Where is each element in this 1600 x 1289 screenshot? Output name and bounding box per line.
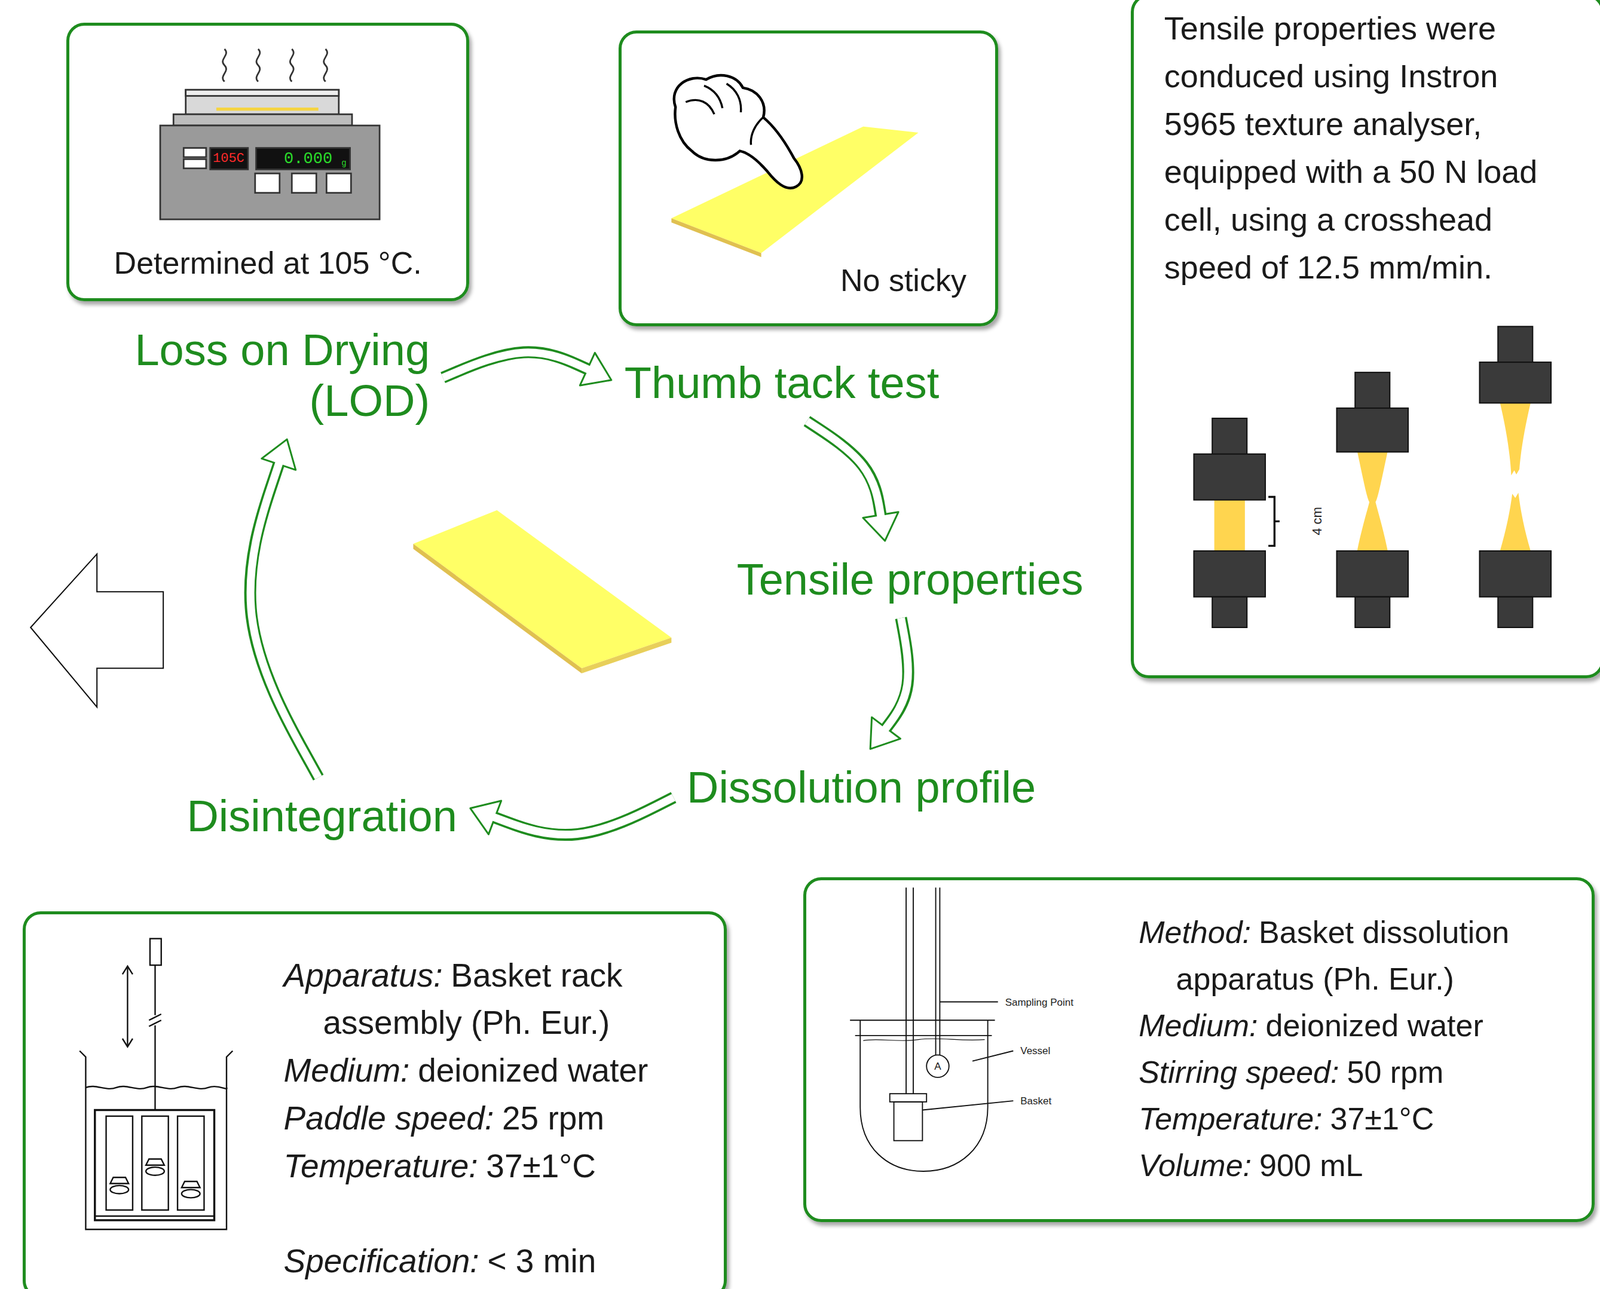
spec-row: Temperature:37±1°C bbox=[1138, 1095, 1578, 1143]
figure-label: Vessel bbox=[1020, 1045, 1051, 1057]
dissolution-vessel-illustration bbox=[849, 887, 1014, 1172]
spec-key: Medium: bbox=[283, 1051, 410, 1089]
spec-key: Apparatus: bbox=[283, 956, 443, 994]
step-title: Disintegration bbox=[186, 790, 457, 842]
box-text: Determined at 105 °C. bbox=[89, 243, 446, 284]
spec-key: Paddle speed: bbox=[283, 1099, 494, 1137]
detail-box: No sticky bbox=[618, 30, 999, 327]
figure-label: 105C bbox=[212, 152, 245, 166]
arrow-outline bbox=[806, 421, 881, 516]
spec-row: Medium:deionized water bbox=[1138, 1002, 1578, 1049]
box-text: No sticky bbox=[641, 260, 967, 302]
arrow-head bbox=[870, 717, 901, 749]
detail-box: Determined at 105 °C. bbox=[66, 22, 470, 302]
step-label: Loss on Drying (LOD) bbox=[132, 324, 430, 427]
film-illustration bbox=[412, 510, 672, 674]
spec-value: 37±1°C bbox=[485, 1147, 596, 1185]
step-label: Disintegration bbox=[186, 790, 457, 842]
spec-key: Specification: bbox=[283, 1242, 479, 1280]
spec-key: Temperature: bbox=[1138, 1101, 1323, 1137]
spec-row: Apparatus:Basket rack assembly (Ph. Eur.… bbox=[283, 952, 714, 1048]
spec-row: Volume:900 mL bbox=[1138, 1142, 1578, 1189]
step-title: Loss on Drying (LOD) bbox=[132, 324, 430, 427]
figure-label: Sampling Point bbox=[1005, 996, 1074, 1008]
tensile-grips bbox=[1194, 326, 1552, 628]
figure-label: g bbox=[341, 158, 347, 168]
figure-label: 4 cm bbox=[1310, 507, 1324, 537]
spec-row: Medium:deionized water bbox=[283, 1047, 714, 1095]
detail-box: Apparatus:Basket rack assembly (Ph. Eur.… bbox=[22, 911, 727, 1289]
arrow-fill bbox=[806, 421, 881, 519]
figure-label: Basket bbox=[1020, 1096, 1052, 1107]
outline-arrow bbox=[30, 554, 164, 708]
cycle-arrow bbox=[250, 439, 319, 778]
arrow-fill bbox=[442, 352, 591, 378]
spec-key: Volume: bbox=[1138, 1148, 1252, 1183]
balance-illustration bbox=[160, 49, 380, 220]
step-title: Dissolution profile bbox=[686, 762, 1036, 813]
cycle-arrow bbox=[806, 421, 899, 541]
thumb-illustration bbox=[671, 75, 919, 258]
spec-row: Stirring speed:50 rpm bbox=[1138, 1048, 1578, 1096]
cycle-arrow bbox=[470, 797, 674, 836]
cycle-arrow bbox=[442, 352, 612, 386]
spec-row: Temperature:37±1°C bbox=[283, 1142, 714, 1191]
spec-value: 37±1°C bbox=[1330, 1101, 1435, 1137]
box-text: Tensile properties were conduced using I… bbox=[1164, 4, 1567, 292]
step-label: Thumb tack test bbox=[624, 357, 939, 409]
spec-key: Temperature: bbox=[283, 1147, 478, 1185]
spec-key: Method: bbox=[1138, 915, 1251, 950]
spec-value: deionized water bbox=[417, 1051, 648, 1089]
cycle-arrow bbox=[870, 618, 908, 749]
spec-value: 50 rpm bbox=[1346, 1054, 1444, 1090]
spec-row: Method:Basket dissolution apparatus (Ph.… bbox=[1138, 909, 1578, 1003]
spec-key: Medium: bbox=[1138, 1008, 1258, 1043]
step-label: Dissolution profile bbox=[686, 762, 1036, 813]
detail-box: Tensile properties were conduced using I… bbox=[1130, 0, 1600, 679]
step-title: Thumb tack test bbox=[624, 357, 939, 409]
spec-key: Stirring speed: bbox=[1138, 1054, 1339, 1090]
spec-row: Specification:< 3 min bbox=[283, 1237, 714, 1286]
spec-value: deionized water bbox=[1265, 1008, 1484, 1043]
spec-value: 25 rpm bbox=[502, 1099, 605, 1137]
arrow-fill bbox=[883, 618, 908, 731]
figure-label: 0.000 bbox=[283, 151, 333, 168]
spec-row: Paddle speed:25 rpm bbox=[283, 1094, 714, 1143]
spec-value: < 3 min bbox=[487, 1242, 596, 1280]
detail-box: Method:Basket dissolution apparatus (Ph.… bbox=[803, 877, 1596, 1223]
figure-label: A bbox=[934, 1061, 941, 1072]
arrow-fill bbox=[250, 460, 319, 778]
basket-rack-illustration bbox=[79, 938, 233, 1231]
step-label: Tensile properties bbox=[736, 554, 1084, 605]
arrow-fill bbox=[491, 797, 674, 835]
spec-value: 900 mL bbox=[1259, 1148, 1363, 1183]
step-title: Tensile properties bbox=[736, 554, 1084, 605]
